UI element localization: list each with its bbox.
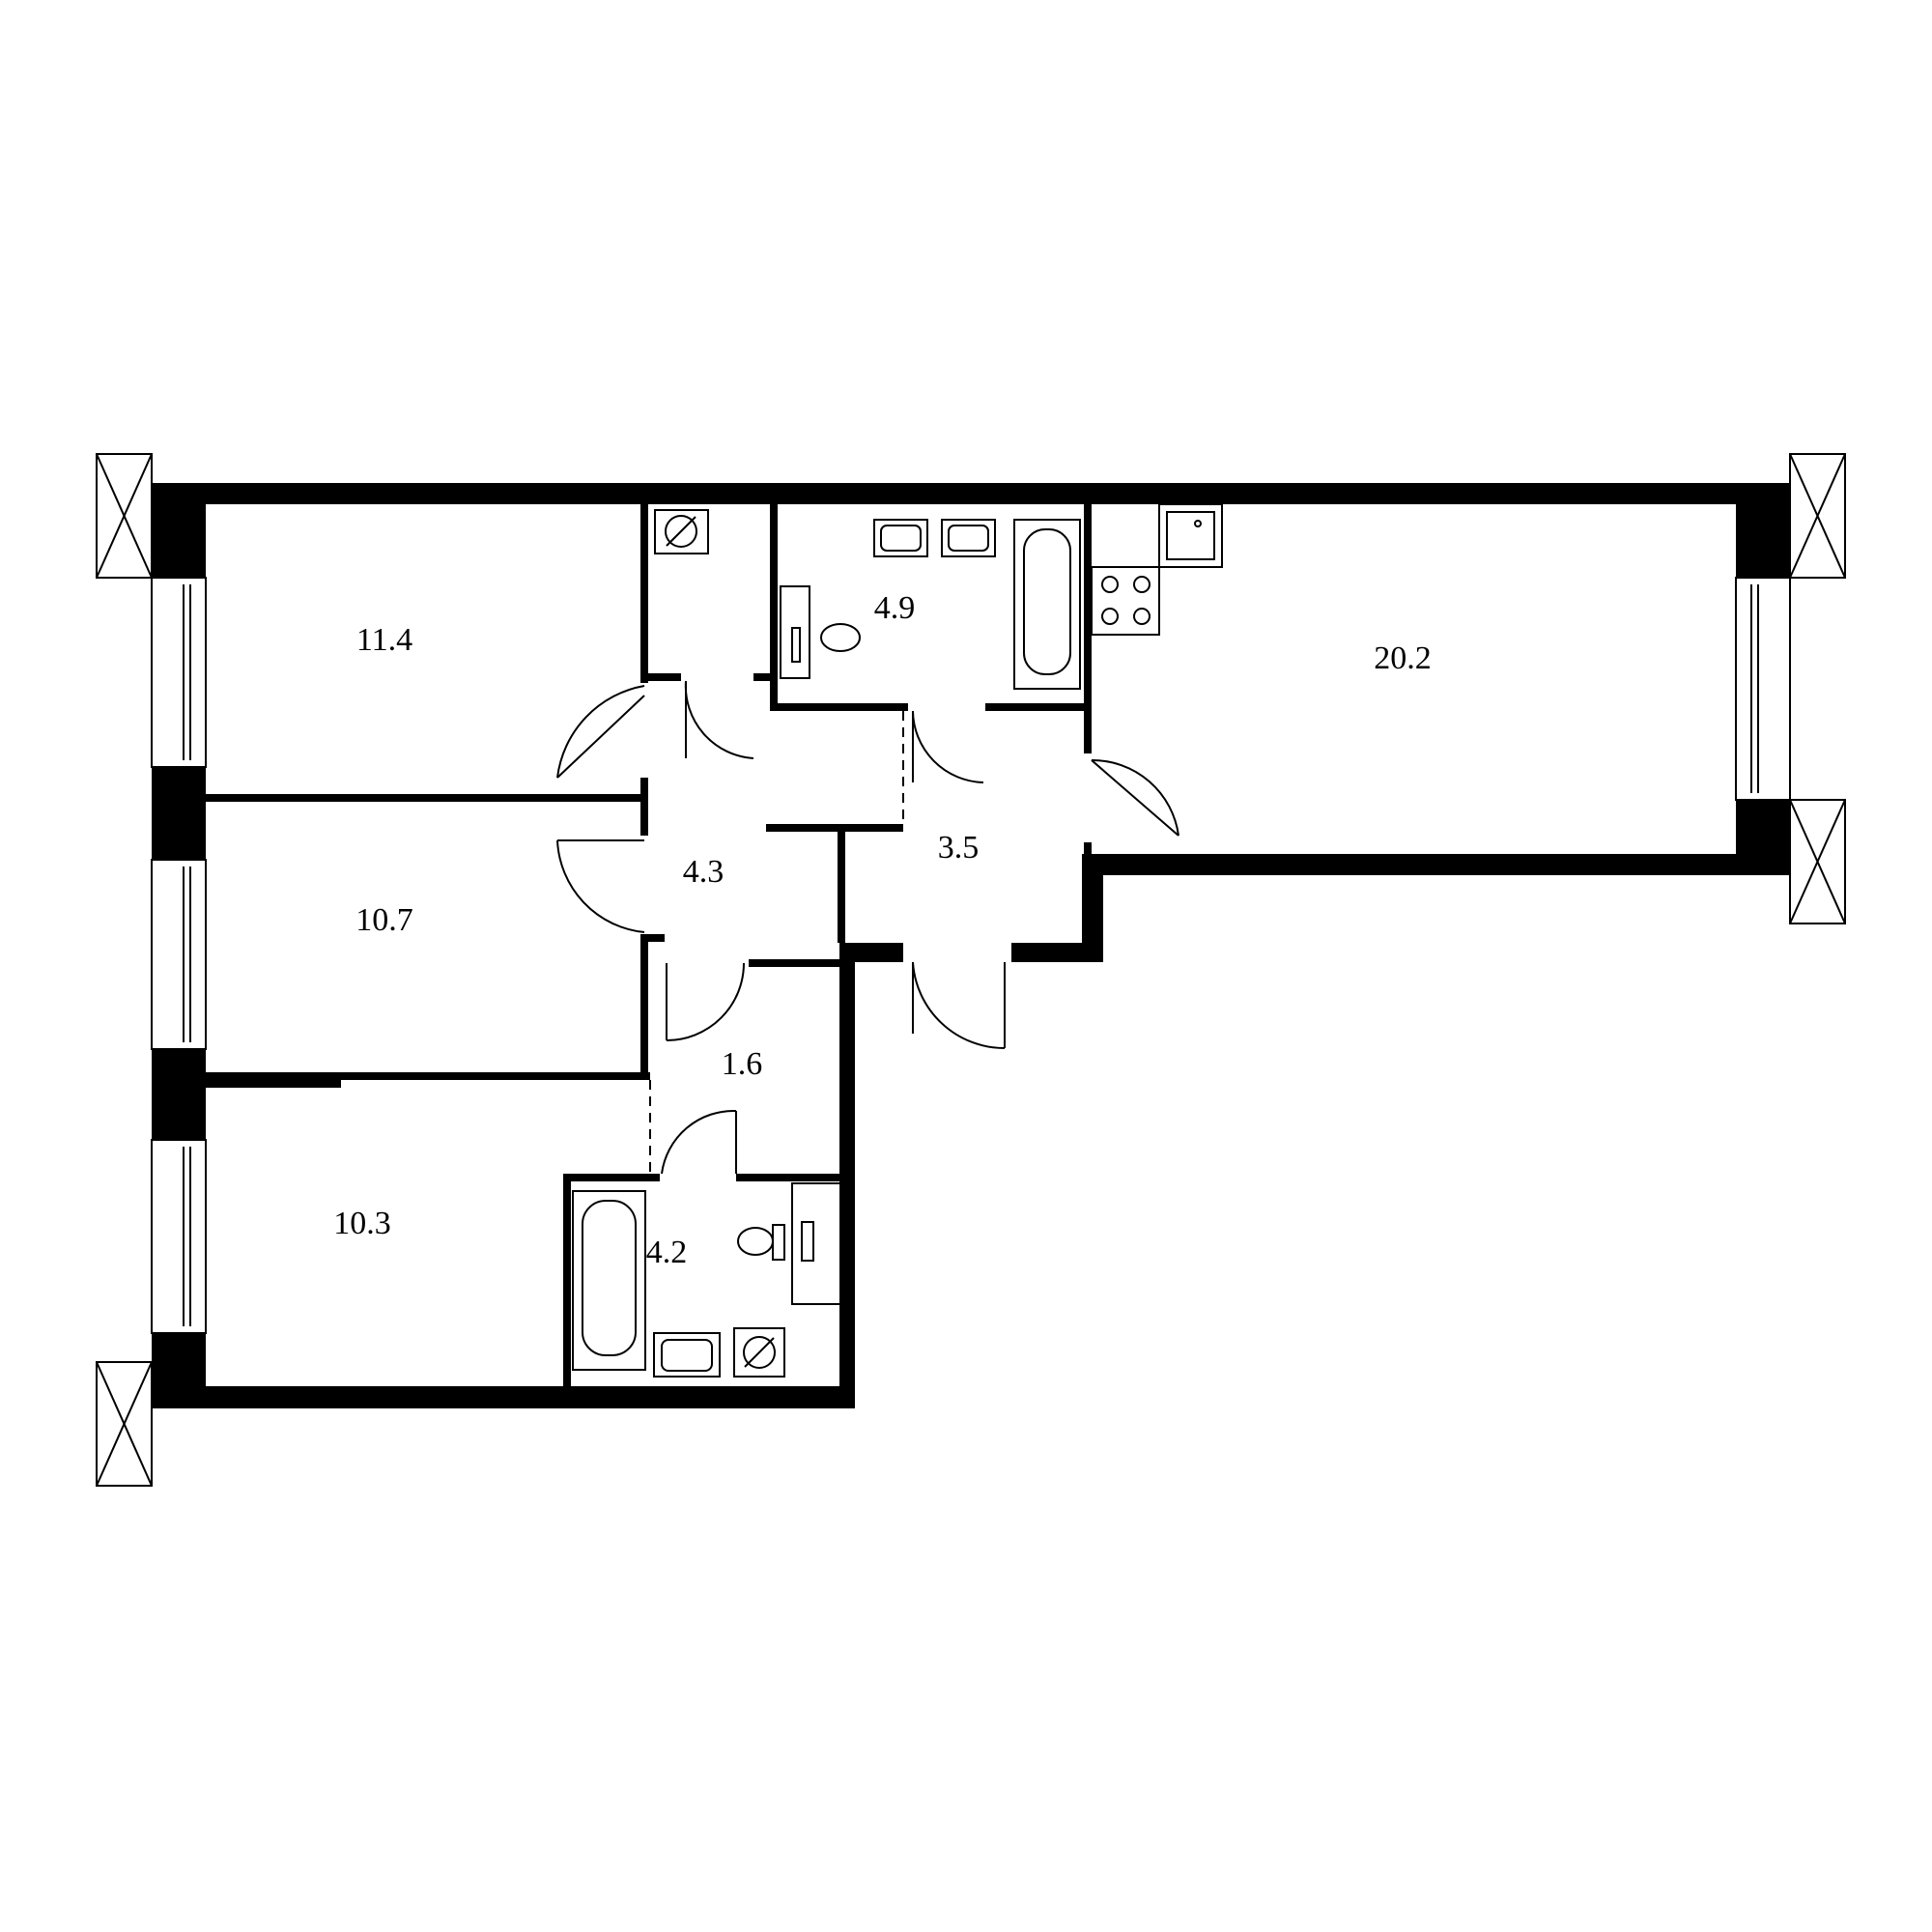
windows — [151, 577, 1791, 1334]
room-area-bathroom-1: 4.9 — [874, 590, 916, 626]
external-unit-bottom-left — [96, 1361, 153, 1487]
door-wardrobe — [684, 680, 754, 759]
door-bathroom-2 — [661, 1109, 737, 1175]
room-area-bathroom-2: 4.2 — [646, 1235, 688, 1270]
room-labels: 11.4 10.7 10.3 4.3 3.5 1.6 4.9 4.2 20.2 — [333, 590, 1432, 1270]
external-unit-top-right — [1789, 453, 1846, 579]
window-bedroom-2 — [151, 859, 207, 1050]
boiler-icon — [654, 509, 709, 554]
boiler-icon — [733, 1327, 785, 1378]
room-area-entrance-hall: 3.5 — [938, 830, 980, 866]
room-area-kitchen-living: 20.2 — [1374, 640, 1432, 676]
door-bathroom-1 — [912, 710, 984, 783]
door-corridor — [666, 962, 745, 1041]
room-area-bedroom-3: 10.3 — [333, 1206, 391, 1241]
door-kitchen — [1091, 758, 1179, 837]
kitchen-sink-icon — [1158, 503, 1223, 568]
room-area-bedroom-1: 11.4 — [356, 622, 412, 658]
external-unit-top-left — [96, 453, 153, 579]
toilet-icon — [737, 1224, 785, 1261]
doors — [556, 680, 1179, 1175]
fixtures — [572, 503, 1223, 1378]
sink-icon — [653, 1332, 721, 1378]
door-bedroom-2 — [556, 839, 645, 933]
door-bedroom-1 — [556, 685, 645, 779]
walls — [152, 483, 1790, 1408]
room-area-bedroom-2: 10.7 — [355, 902, 413, 938]
stove-icon — [1091, 566, 1160, 636]
external-units — [96, 453, 1846, 1487]
door-entrance — [912, 961, 1006, 1050]
sink-icon — [873, 519, 928, 557]
window-bedroom-1 — [151, 577, 207, 768]
window-bedroom-3 — [151, 1139, 207, 1334]
toilet-icon — [780, 585, 861, 679]
bathtub-icon — [572, 1190, 646, 1371]
sink-icon — [941, 519, 996, 557]
room-area-corridor: 1.6 — [722, 1046, 763, 1082]
external-unit-bottom-right — [1789, 799, 1846, 924]
room-area-hallway: 4.3 — [683, 854, 724, 890]
window-kitchen — [1735, 577, 1791, 801]
bathtub-icon — [1013, 519, 1081, 690]
shelf-icon — [791, 1182, 841, 1305]
